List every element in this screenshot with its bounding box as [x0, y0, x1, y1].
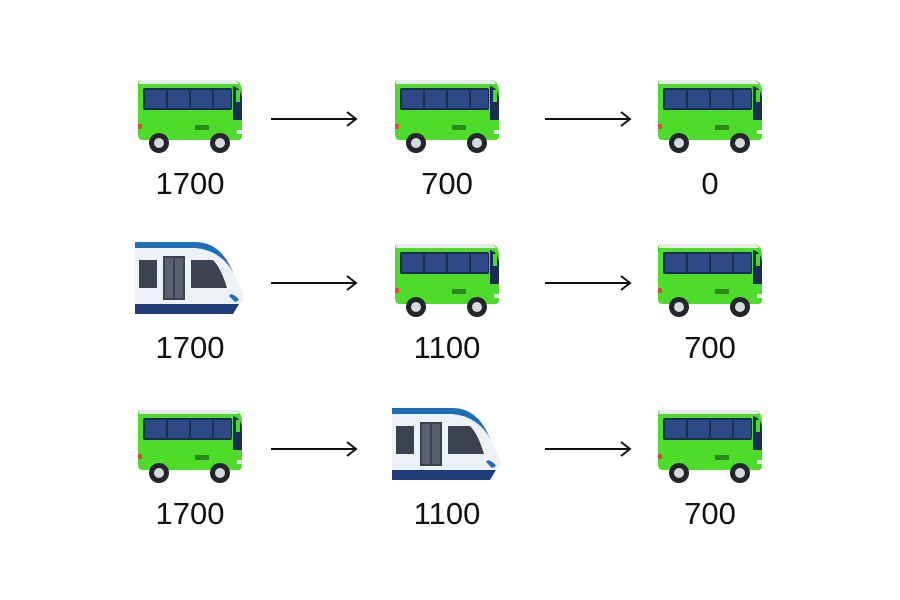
arrow-right-icon: [271, 273, 361, 293]
step-value: 1100: [413, 330, 481, 365]
route-step: 1100: [382, 402, 512, 552]
arrow-right-icon: [545, 109, 635, 129]
bus-icon: [392, 238, 502, 320]
route-step: 1100: [382, 236, 512, 386]
bus-icon: [392, 74, 502, 156]
route-row-3: 1700 1100 700: [0, 402, 900, 552]
route-step: 700: [645, 236, 775, 386]
route-step: 1700: [125, 236, 255, 386]
arrow-right-icon: [545, 273, 635, 293]
route-step: 700: [645, 402, 775, 552]
step-value: 1700: [155, 166, 225, 201]
bus-icon: [135, 74, 245, 156]
step-value: 1700: [155, 496, 225, 531]
step-value: 700: [421, 166, 473, 201]
bus-icon: [135, 404, 245, 486]
step-value: 0: [701, 166, 719, 201]
step-value: 700: [684, 330, 736, 365]
route-step: 1700: [125, 402, 255, 552]
step-value: 700: [684, 496, 736, 531]
bus-icon: [655, 404, 765, 486]
train-icon: [135, 238, 245, 320]
step-value: 1100: [413, 496, 481, 531]
bus-icon: [655, 238, 765, 320]
bus-icon: [655, 74, 765, 156]
arrow-right-icon: [271, 109, 361, 129]
route-step: 700: [382, 72, 512, 222]
step-value: 1700: [155, 330, 225, 365]
route-row-1: 1700 700 0: [0, 72, 900, 222]
train-icon: [392, 404, 502, 486]
route-row-2: 1700 1100 700: [0, 236, 900, 386]
arrow-right-icon: [271, 439, 361, 459]
arrow-right-icon: [545, 439, 635, 459]
route-step: 1700: [125, 72, 255, 222]
route-step: 0: [645, 72, 775, 222]
